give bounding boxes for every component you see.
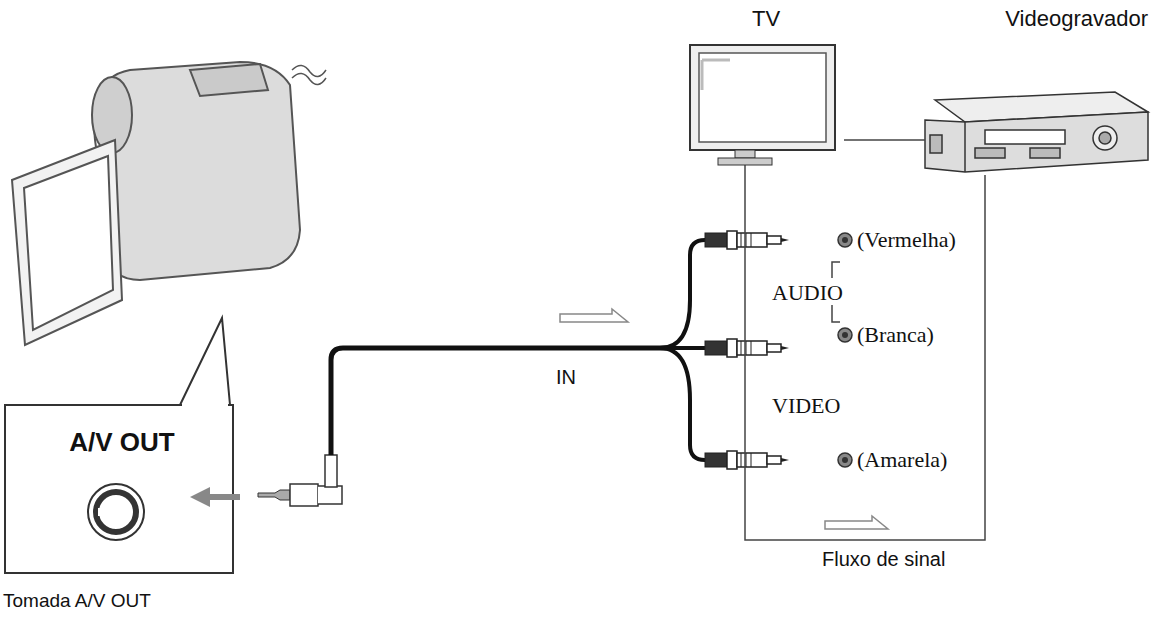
- vcr: [925, 92, 1148, 172]
- device-node: TV: [688, 2, 844, 167]
- device-label: A/V OUT: [5, 405, 239, 458]
- signal-label: (Vermelha): [857, 227, 956, 253]
- jack-caption: Tomada A/V OUT: [3, 590, 151, 612]
- av-out-jack: [88, 484, 144, 540]
- av-cable: [331, 348, 670, 455]
- signal-label: AUDIO: [772, 280, 843, 306]
- camcorder: [12, 62, 326, 345]
- device-node: Videogravador: [925, 2, 1150, 177]
- device-node: A/V OUTTomada A/V OUT: [5, 405, 239, 573]
- device-label: TV: [688, 2, 844, 32]
- signal-label: IN: [556, 366, 576, 389]
- signal-label: (Branca): [857, 322, 934, 348]
- mini-plug: [258, 455, 342, 506]
- device-link: [844, 140, 925, 141]
- tv-set: [690, 45, 835, 165]
- device-label: Videogravador: [925, 2, 1150, 32]
- signal-label: VIDEO: [772, 393, 840, 419]
- signal-label: (Amarela): [857, 447, 947, 473]
- signal-label: Fluxo de sinal: [822, 548, 945, 571]
